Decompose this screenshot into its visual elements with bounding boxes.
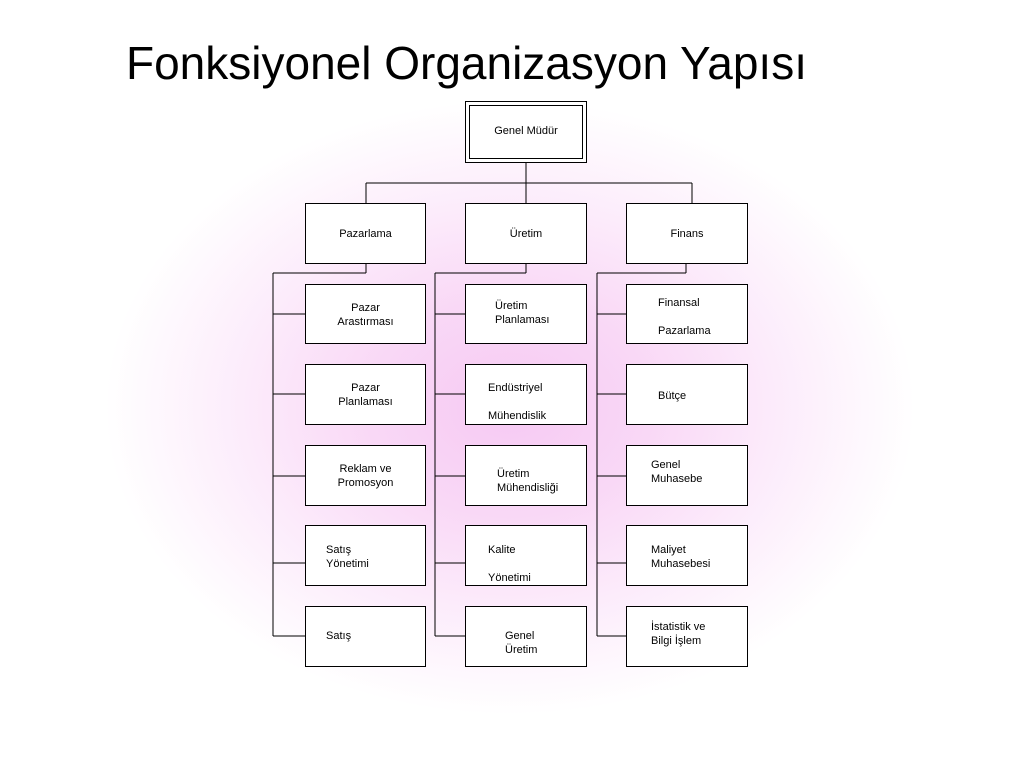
- node-label: Pazar Arastırması: [337, 302, 394, 328]
- node-label: Bütçe: [658, 390, 687, 402]
- node-label: Kalite Yönetimi: [488, 544, 531, 584]
- node-reklam-ve-promosyon: Reklam ve Promosyon: [305, 445, 426, 506]
- node-endustriyel-muhendislik: Endüstriyel Mühendislik: [465, 364, 587, 425]
- node-label: Finansal Pazarlama: [658, 297, 711, 337]
- node-finans: Finans: [626, 203, 748, 264]
- node-label: Pazarlama: [339, 228, 392, 240]
- node-genel-uretim: Genel Üretim: [465, 606, 587, 667]
- node-genel-mudur: Genel Müdür: [465, 101, 587, 163]
- node-pazar-planlamasi: Pazar Planlaması: [305, 364, 426, 425]
- node-label: Reklam ve Promosyon: [337, 463, 394, 489]
- node-maliyet-muhasebesi: Maliyet Muhasebesi: [626, 525, 748, 586]
- node-label: Endüstriyel Mühendislik: [488, 382, 547, 422]
- node-label: Üretim: [509, 228, 543, 240]
- page-title: Fonksiyonel Organizasyon Yapısı: [126, 37, 807, 89]
- node-pazarlama: Pazarlama: [305, 203, 426, 264]
- node-uretim-planlamasi: Üretim Planlaması: [465, 284, 587, 344]
- node-uretim: Üretim: [465, 203, 587, 264]
- node-genel-muhasebe: Genel Muhasebe: [626, 445, 748, 506]
- node-label: Üretim Planlaması: [495, 300, 550, 326]
- node-label: Pazar Planlaması: [338, 382, 393, 408]
- node-label: Satış Yönetimi: [326, 544, 369, 570]
- node-kalite-yonetimi: Kalite Yönetimi: [465, 525, 587, 586]
- node-pazar-arastirmasi: Pazar Arastırması: [305, 284, 426, 344]
- node-label: Satış: [326, 630, 352, 642]
- node-label: Genel Müdür: [494, 125, 558, 137]
- node-label: Finans: [670, 228, 704, 240]
- node-label: Genel Muhasebe: [651, 459, 703, 485]
- node-label: İstatistik ve Bilgi İşlem: [651, 621, 706, 647]
- node-satis: Satış: [305, 606, 426, 667]
- node-butce: Bütçe: [626, 364, 748, 425]
- node-label: Maliyet Muhasebesi: [651, 544, 711, 570]
- node-label: Genel Üretim: [505, 630, 538, 656]
- node-satis-yonetimi: Satış Yönetimi: [305, 525, 426, 586]
- node-istatistik-ve-bilgi-islem: İstatistik ve Bilgi İşlem: [626, 606, 748, 667]
- node-uretim-muhendisligi: Üretim Mühendisliği: [465, 445, 587, 506]
- node-finansal-pazarlama: Finansal Pazarlama: [626, 284, 748, 344]
- node-label: Üretim Mühendisliği: [497, 468, 559, 494]
